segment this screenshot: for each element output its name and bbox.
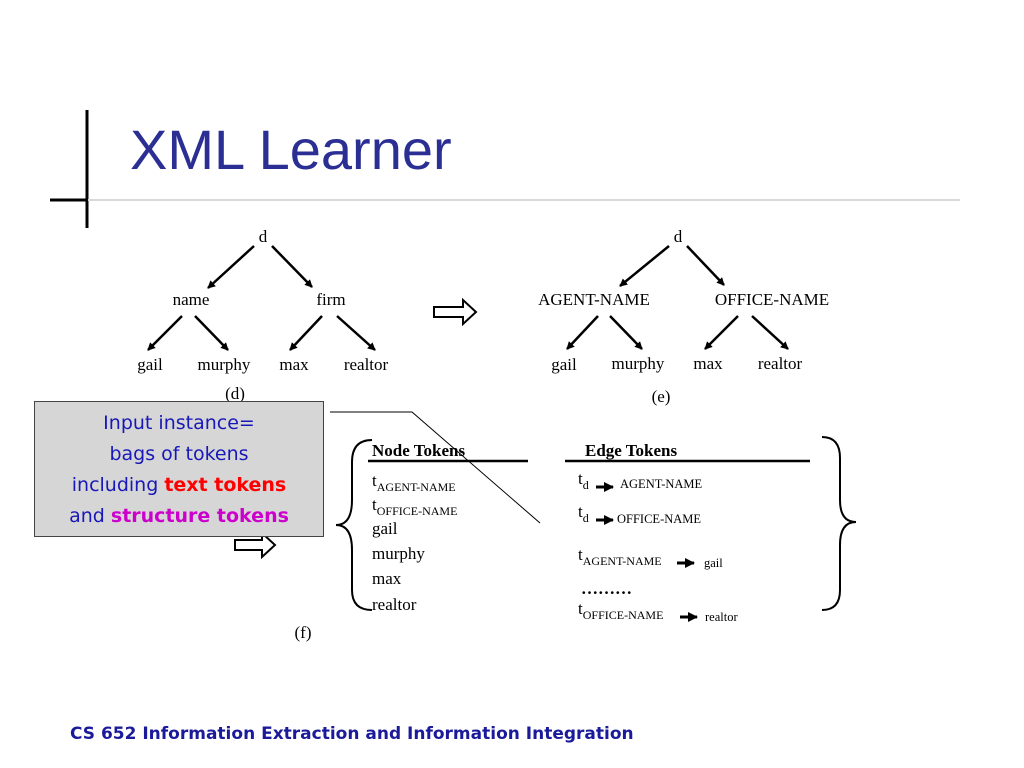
tree-e: d AGENT-NAME OFFICE-NAME gail murphy max… <box>538 227 829 406</box>
structure-tokens-highlight: structure tokens <box>110 505 289 527</box>
tree-d-caption: (d) <box>225 384 245 403</box>
tree-e-leaf-realtor: realtor <box>758 354 803 373</box>
callout-line: Input instance= <box>103 412 255 434</box>
edge-token-target: realtor <box>705 610 738 624</box>
edge-token-target: OFFICE-NAME <box>617 512 701 526</box>
callout-line: bags of tokens <box>109 443 249 465</box>
edge-token-target: gail <box>704 556 723 570</box>
callout-line: including text tokens <box>71 474 287 496</box>
node-token-gail: gail <box>372 519 398 538</box>
edge-token-source: tAGENT-NAME <box>578 545 662 568</box>
edge-token-source: td <box>578 502 589 525</box>
text-tokens-highlight: text tokens <box>164 474 287 496</box>
tree-d-edge <box>207 245 255 289</box>
edge-tokens-ellipsis: ……… <box>581 579 632 598</box>
left-brace <box>335 439 373 611</box>
tree-d-edge <box>336 315 376 351</box>
hollow-arrow-right-icon <box>234 530 277 560</box>
tree-d-edge <box>147 315 183 351</box>
tree-d-root: d <box>259 227 268 246</box>
tree-d-edge <box>271 245 313 288</box>
edge-tokens-header: Edge Tokens <box>585 441 678 460</box>
tree-d: d name firm gail murphy max realtor (d) <box>137 227 388 403</box>
tree-d-edge <box>194 315 229 351</box>
tree-d-leaf-realtor: realtor <box>344 355 389 374</box>
edge-token-target: AGENT-NAME <box>620 477 703 491</box>
tree-e-edge <box>609 315 643 350</box>
tree-e-edge <box>751 315 789 350</box>
edge-token-source: td <box>578 469 589 492</box>
tree-d-edge <box>289 315 323 351</box>
tree-e-edge <box>619 245 670 287</box>
tree-e-leaf-gail: gail <box>551 355 577 374</box>
tree-d-node-firm: firm <box>316 290 345 309</box>
token-bags-caption: (f) <box>295 623 312 642</box>
slide-title: XML Learner <box>130 118 452 181</box>
tree-e-node-office-name: OFFICE-NAME <box>715 290 829 309</box>
tree-d-leaf-gail: gail <box>137 355 163 374</box>
right-brace <box>821 436 857 611</box>
tree-e-node-agent-name: AGENT-NAME <box>538 290 650 309</box>
node-token-office-name: tOFFICE-NAME <box>372 495 457 518</box>
tree-e-caption: (e) <box>652 387 671 406</box>
slide-footer: CS 652 Information Extraction and Inform… <box>70 724 634 744</box>
node-token-realtor: realtor <box>372 595 417 614</box>
callout-leader-line <box>330 411 541 524</box>
callout-line: and structure tokens <box>69 505 289 527</box>
tree-e-edge <box>686 245 725 286</box>
tree-e-edge <box>566 315 599 350</box>
node-tokens-header: Node Tokens <box>372 441 465 460</box>
tree-e-root: d <box>674 227 683 246</box>
input-instance-callout: Input instance= bags of tokens including… <box>34 401 324 537</box>
node-token-murphy: murphy <box>372 544 425 563</box>
tree-d-node-name: name <box>173 290 210 309</box>
tree-d-leaf-murphy: murphy <box>198 355 251 374</box>
edge-token-source: tOFFICE-NAME <box>578 599 663 622</box>
tree-e-leaf-murphy: murphy <box>612 354 665 373</box>
token-bags: Node Tokens Edge Tokens tAGENT-NAME tOFF… <box>295 436 857 642</box>
tree-d-leaf-max: max <box>279 355 309 374</box>
hollow-arrow-right-icon <box>433 297 478 327</box>
tree-e-edge <box>704 315 739 350</box>
node-token-max: max <box>372 569 402 588</box>
node-token-agent-name: tAGENT-NAME <box>372 471 456 494</box>
tree-e-leaf-max: max <box>693 354 723 373</box>
